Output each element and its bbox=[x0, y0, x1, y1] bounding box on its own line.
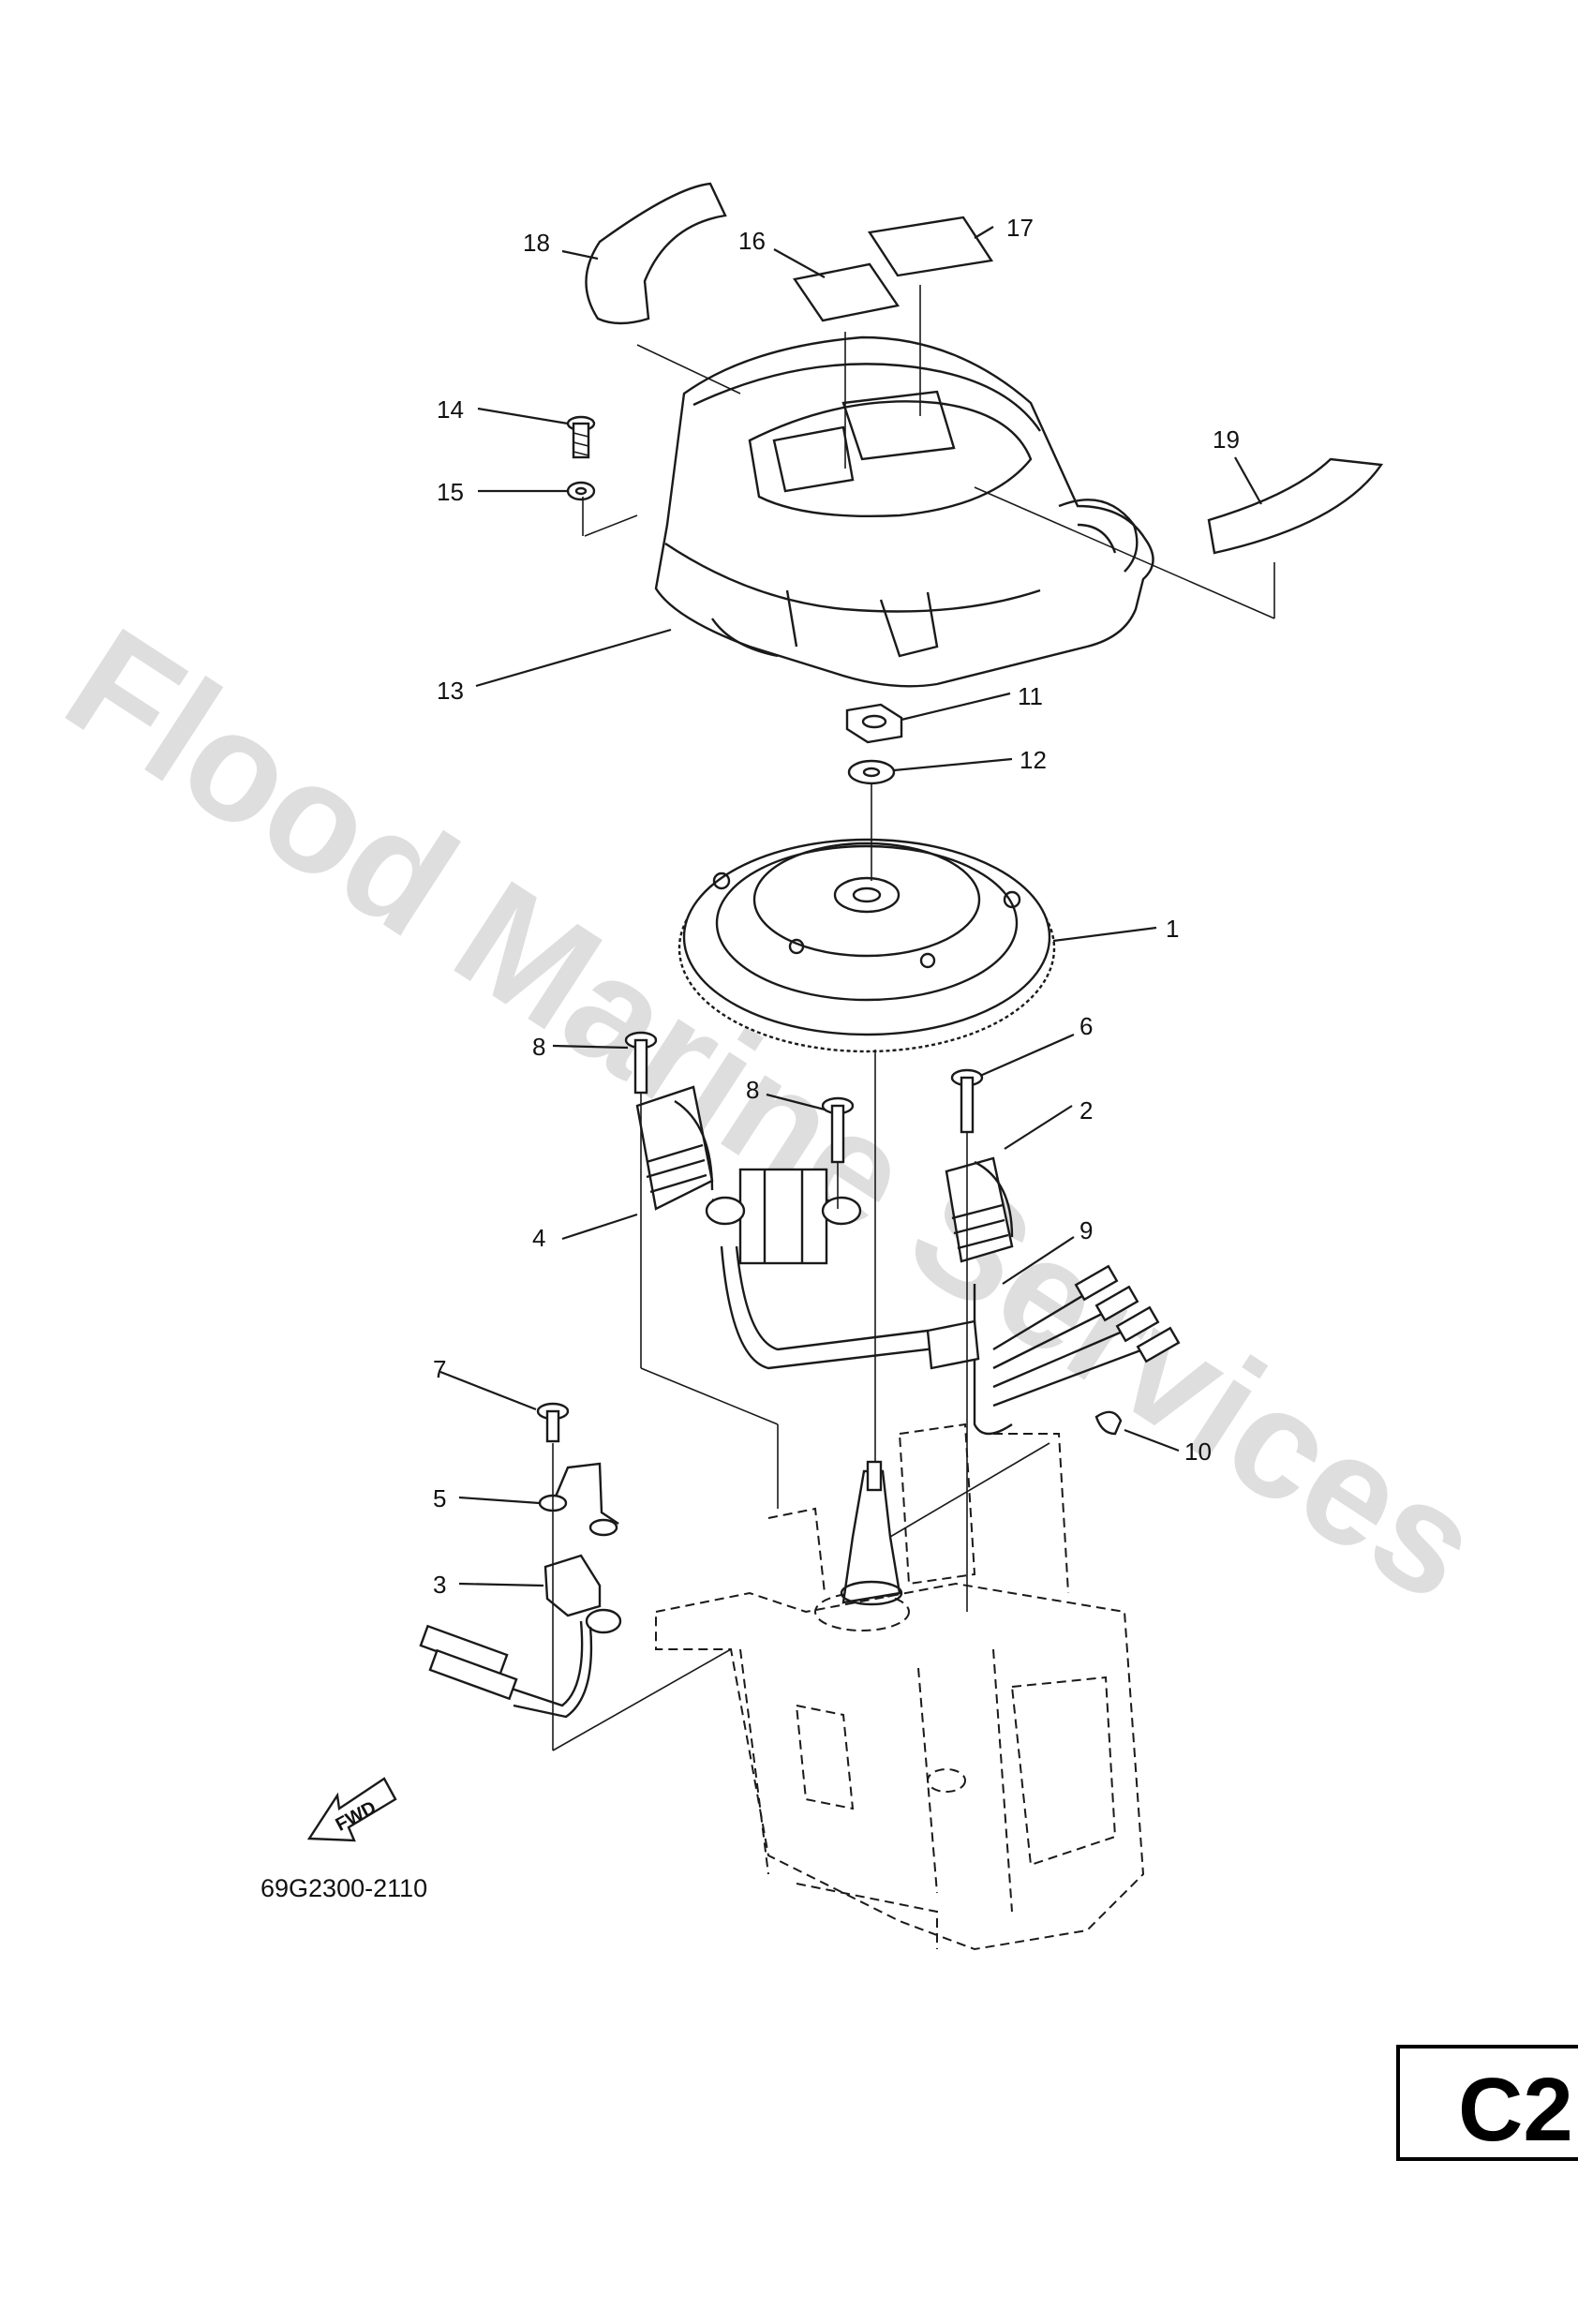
callout-12: 12 bbox=[1020, 746, 1047, 774]
pulser-coil bbox=[635, 1085, 862, 1265]
flywheel bbox=[677, 838, 1056, 1053]
coil-bolt-left bbox=[624, 1031, 658, 1095]
callout-3: 3 bbox=[433, 1571, 446, 1599]
callout-15: 15 bbox=[437, 478, 464, 506]
coil-bolt-right bbox=[950, 1068, 984, 1134]
wire-harness bbox=[720, 1245, 1181, 1436]
page-tag-text: C2 bbox=[1458, 2060, 1573, 2160]
callout-16: 16 bbox=[738, 227, 766, 255]
callout-7: 7 bbox=[433, 1355, 446, 1383]
thermo-sensor bbox=[419, 1554, 622, 1719]
callout-10: 10 bbox=[1184, 1438, 1212, 1466]
callout-11: 11 bbox=[1018, 682, 1043, 710]
label-sheet-16 bbox=[792, 262, 901, 322]
page-tag: C2 bbox=[1396, 2045, 1578, 2161]
callout-9: 9 bbox=[1079, 1216, 1093, 1244]
callout-17: 17 bbox=[1006, 214, 1034, 242]
fwd-arrow-icon: FWD bbox=[306, 1777, 397, 1842]
callout-19: 19 bbox=[1213, 425, 1240, 454]
callout-18: 18 bbox=[523, 229, 550, 257]
engine-block bbox=[655, 1423, 1145, 1951]
callout-4: 4 bbox=[532, 1224, 545, 1252]
woodruff-key bbox=[1094, 1410, 1123, 1436]
callout-8b: 8 bbox=[746, 1076, 759, 1104]
callout-13: 13 bbox=[437, 677, 464, 705]
label-sheet-19 bbox=[1207, 457, 1384, 555]
callout-8a: 8 bbox=[532, 1033, 545, 1061]
callout-5: 5 bbox=[433, 1484, 446, 1512]
flywheel-washer bbox=[847, 759, 896, 785]
cover-washer bbox=[566, 481, 596, 501]
label-sheet-18 bbox=[585, 182, 727, 325]
label-sheet-17 bbox=[867, 216, 994, 277]
callout-2: 2 bbox=[1079, 1096, 1093, 1125]
part-code: 69G2300-2110 bbox=[261, 1874, 427, 1902]
callout-1: 1 bbox=[1166, 915, 1179, 943]
flywheel-nut bbox=[845, 703, 903, 744]
charge-coil bbox=[945, 1156, 1014, 1263]
harness-bracket bbox=[538, 1462, 619, 1537]
callout-6: 6 bbox=[1079, 1012, 1093, 1040]
callout-14: 14 bbox=[437, 395, 464, 424]
cover-screw bbox=[566, 415, 596, 459]
leader-lines bbox=[439, 226, 1275, 1751]
bracket-bolt bbox=[536, 1402, 570, 1443]
watermark: Flood Marine Services bbox=[38, 595, 1509, 1633]
callout-labels: 18 16 17 19 14 15 13 11 12 1 8 8 6 2 9 4… bbox=[433, 214, 1240, 1599]
